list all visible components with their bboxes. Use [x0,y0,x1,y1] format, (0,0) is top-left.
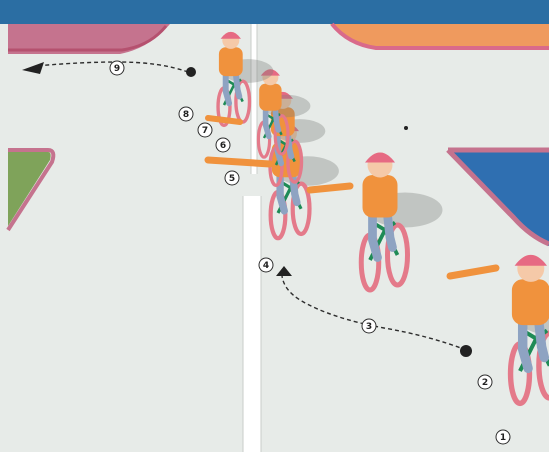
step-number: 5 [229,174,235,184]
top-band [0,0,549,24]
dot-marker-top [186,67,196,77]
center-line-bottom [243,196,261,452]
step-number: 9 [114,64,120,74]
step-number: 4 [263,261,269,271]
center-line-top [251,24,257,174]
step-number: 7 [202,126,208,136]
dot-marker [460,345,472,357]
step-number: 8 [183,110,189,120]
step-number: 1 [500,433,506,443]
step-number: 3 [366,322,372,332]
step-number: 6 [220,141,226,151]
step-number: 2 [482,378,488,388]
